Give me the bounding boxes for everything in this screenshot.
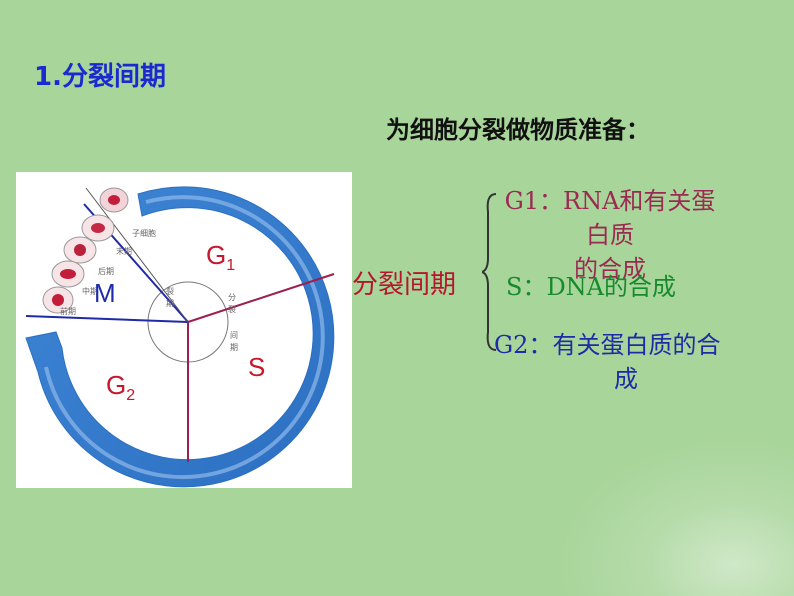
svg-text:中期: 中期 (82, 286, 98, 296)
svg-text:期: 期 (166, 299, 174, 308)
phase-g1-label: G1 (206, 240, 236, 275)
svg-text:期: 期 (230, 343, 238, 352)
divider-g1-s (187, 273, 335, 323)
stage-annotations: 子细胞 末期 后期 中期 前期 裂 期 分 裂 间 期 (60, 228, 238, 352)
g1-line2: 的合成 (574, 255, 646, 283)
svg-text:裂: 裂 (166, 286, 174, 296)
background-sheen (554, 436, 794, 596)
g2-line2: 成 (614, 365, 638, 393)
svg-text:分: 分 (228, 293, 236, 302)
slide-subtitle: 为细胞分裂做物质准备： (386, 116, 650, 144)
interphase-label: 分裂间期 (352, 270, 457, 300)
divider-m-g2 (25, 315, 189, 323)
phase-m-label: M (94, 278, 116, 308)
g2-line1: G2：有关蛋白质的合 (494, 331, 721, 359)
svg-text:间: 间 (230, 331, 238, 340)
slide-title: 1.分裂间期 (34, 62, 166, 92)
phase-s-label: S (248, 352, 266, 382)
cell-cycle-figure: 子细胞 末期 后期 中期 前期 裂 期 分 裂 间 期 G1 S G2 M (16, 172, 352, 488)
cycle-arrow (25, 186, 335, 488)
g2-description: G2：有关蛋白质的合 成 (494, 328, 784, 396)
svg-text:末期: 末期 (116, 246, 132, 256)
g1-description: G1：RNA和有关蛋白质 的合成 (500, 184, 720, 286)
g1-line1: G1：RNA和有关蛋白质 (504, 187, 716, 249)
svg-text:前期: 前期 (60, 306, 76, 316)
cell-cycle-diagram: 子细胞 末期 后期 中期 前期 裂 期 分 裂 间 期 (25, 186, 335, 488)
mitosis-cells (42, 187, 129, 314)
s-description: S：DNA的合成 (506, 273, 677, 301)
svg-text:后期: 后期 (98, 266, 114, 276)
left-brace (482, 193, 497, 351)
svg-text:裂: 裂 (228, 304, 236, 314)
svg-text:子细胞: 子细胞 (132, 228, 156, 238)
divider-m-inner (85, 187, 189, 323)
phase-g2-label: G2 (106, 370, 136, 405)
